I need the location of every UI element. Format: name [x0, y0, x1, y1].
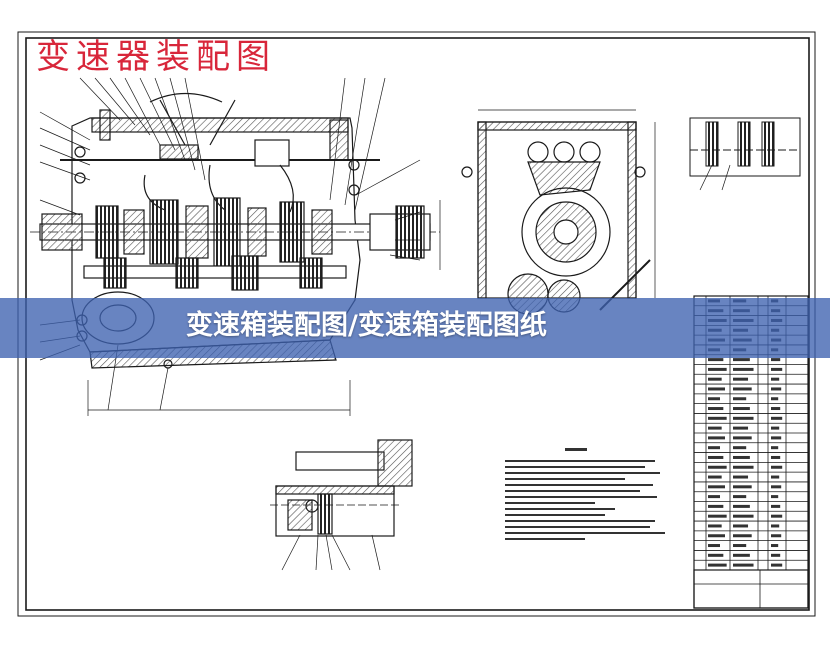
main-section-view: [30, 77, 441, 416]
detail-view-b: [270, 439, 413, 571]
caption-text: 变速箱装配图/变速箱装配图纸: [186, 310, 547, 341]
caption-banner: [0, 298, 830, 358]
technical-requirements-block: [505, 448, 665, 540]
detail-view-a: [689, 117, 801, 191]
side-section-view: [461, 109, 656, 315]
drawing-title: 变速器装配图: [36, 37, 276, 77]
